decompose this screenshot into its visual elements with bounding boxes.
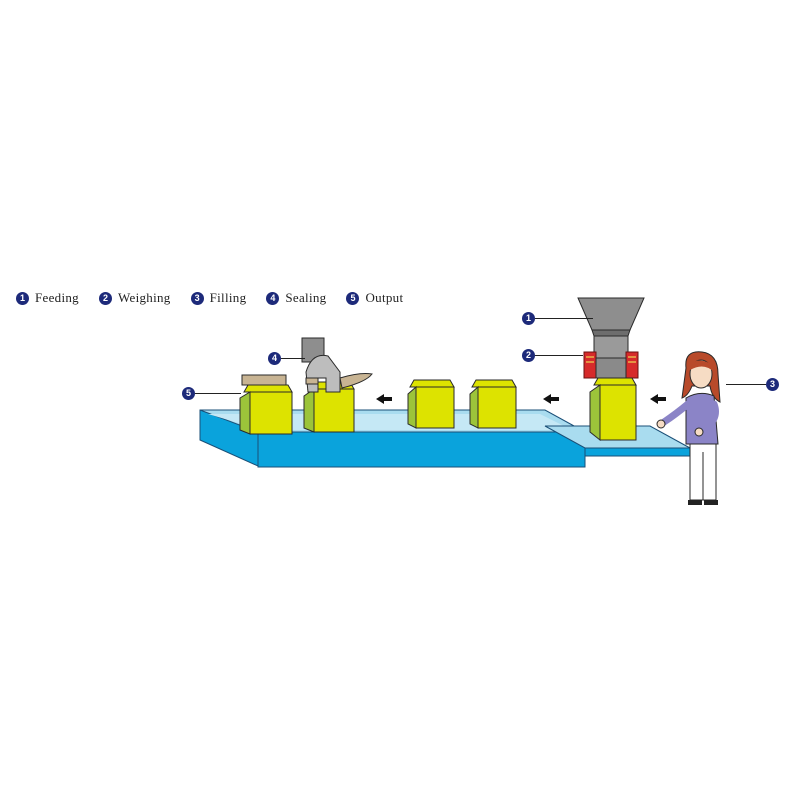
legend-label: Filling: [209, 290, 247, 305]
legend-label: Feeding: [35, 290, 79, 305]
step-number-badge: 4: [268, 352, 281, 365]
step-number-badge: 1: [522, 312, 535, 325]
legend-label: Sealing: [285, 290, 327, 305]
leader-line: [195, 393, 241, 394]
bag-under-weigher: [589, 377, 637, 442]
legend-item-feeding: 1 Feeding: [16, 290, 79, 306]
leader-line: [535, 355, 583, 356]
callout-output: 5: [182, 387, 241, 400]
weighing-unit: [583, 335, 639, 379]
callout-weighing: 2: [522, 349, 583, 362]
step-number-badge: 5: [346, 291, 360, 305]
direction-arrow-icon: [650, 394, 666, 404]
bag-conveyor-3: [407, 379, 455, 429]
leader-line: [726, 384, 766, 385]
step-number-badge: 4: [266, 291, 280, 305]
operator-person: [656, 351, 721, 505]
direction-arrow-icon: [543, 394, 559, 404]
legend-item-filling: 3 Filling: [190, 290, 247, 306]
legend-label: Weighing: [117, 290, 171, 305]
legend-item-weighing: 2 Weighing: [98, 290, 171, 306]
step-number-badge: 2: [98, 291, 112, 305]
callout-filling: 3: [726, 378, 779, 391]
step-number-badge: 2: [522, 349, 535, 362]
sealing-machine: [301, 337, 373, 393]
legend-item-sealing: 4 Sealing: [266, 290, 326, 306]
leader-line: [535, 318, 593, 319]
step-number-badge: 5: [182, 387, 195, 400]
process-legend: 1 Feeding 2 Weighing 3 Filling 4 Sealing…: [16, 290, 423, 306]
legend-label: Output: [365, 290, 404, 305]
legend-item-output: 5 Output: [346, 290, 403, 306]
step-number-badge: 3: [190, 291, 204, 305]
callout-sealing: 4: [268, 352, 305, 365]
bag-conveyor-1: [239, 374, 293, 435]
step-number-badge: 3: [766, 378, 779, 391]
bag-conveyor-4: [469, 379, 517, 429]
step-number-badge: 1: [16, 291, 29, 305]
callout-feeding: 1: [522, 312, 593, 325]
leader-line: [281, 358, 305, 359]
direction-arrow-icon: [376, 394, 392, 404]
feeding-hopper: [577, 297, 645, 337]
